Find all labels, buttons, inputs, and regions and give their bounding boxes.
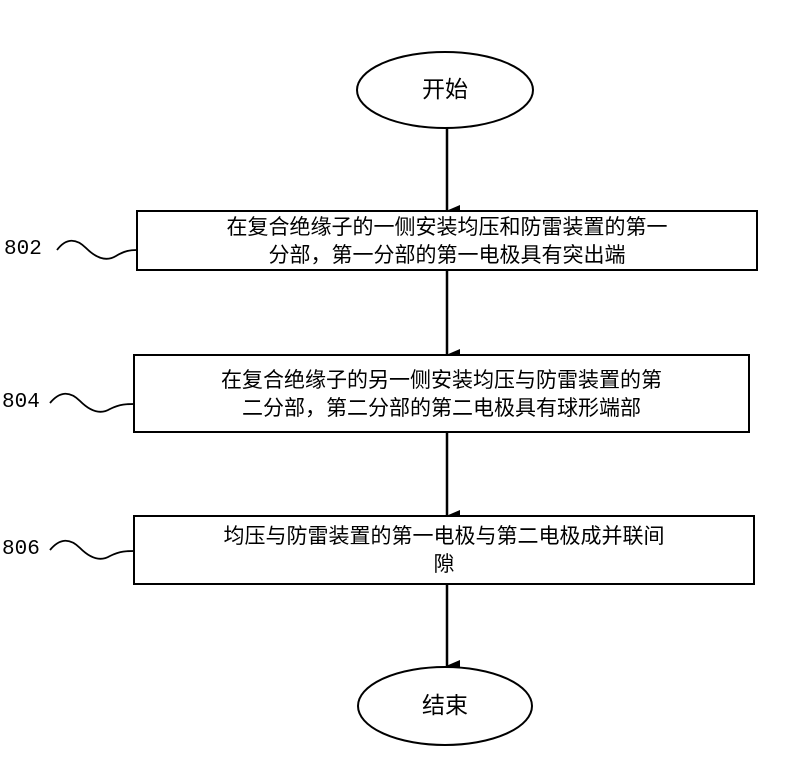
step-804-line-1: 在复合绝缘子的另一侧安装均压与防雷装置的第 [221, 367, 662, 392]
step-806-line-2: 隙 [433, 552, 455, 576]
end-terminal [357, 666, 533, 746]
step-802-line-2: 分部，第一分部的第一电极具有突出端 [268, 242, 626, 267]
start-terminal [356, 51, 534, 129]
step-box-806 [133, 515, 755, 585]
step-box-802 [136, 210, 758, 271]
step-802-line-1: 在复合绝缘子的一侧安装均压和防雷装置的第一 [226, 214, 668, 239]
start-label: 开始 [422, 77, 468, 103]
leader-line-806 [49, 539, 135, 560]
step-ref-804: 804 [2, 391, 40, 414]
end-label: 结束 [422, 693, 468, 719]
step-ref-806: 806 [2, 538, 40, 561]
step-box-804 [133, 354, 750, 433]
step-text-802: 在复合绝缘子的一侧安装均压和防雷装置的第一 分部，第一分部的第一电极具有突出端 [137, 211, 757, 270]
step-804-line-2: 二分部，第二分部的第二电极具有球形端部 [242, 395, 641, 420]
leader-line-802 [56, 239, 138, 260]
leader-line-804 [49, 392, 135, 413]
step-text-804: 在复合绝缘子的另一侧安装均压与防雷装置的第 二分部，第二分部的第二电极具有球形端… [134, 355, 749, 432]
step-text-806: 均压与防雷装置的第一电极与第二电极成并联间 隙 [134, 516, 754, 584]
step-ref-802: 802 [4, 238, 42, 261]
step-806-line-1: 均压与防雷装置的第一电极与第二电极成并联间 [223, 524, 665, 548]
